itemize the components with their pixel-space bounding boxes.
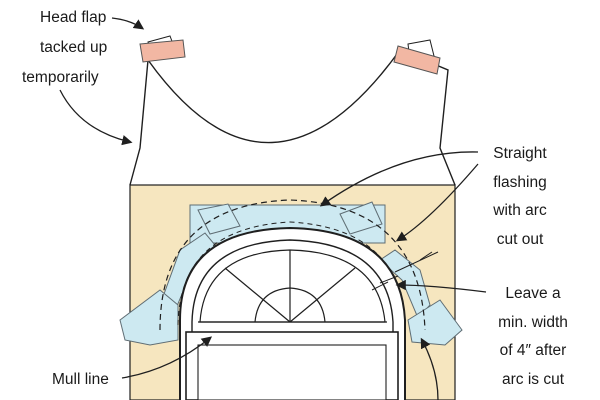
arrow-head-flap-lower [59, 89, 133, 146]
label-head-flap-line1: Head flap [40, 9, 106, 26]
arrow-head-flap [111, 17, 145, 30]
label-leave-min-width-line4: arc is cut [502, 371, 565, 388]
window-muntins [198, 250, 387, 323]
label-leave-min-width-line2: min. width [498, 314, 568, 331]
arrow-bottom-right [420, 337, 439, 400]
label-leave-min-width-line3: of 4″ after [500, 342, 567, 359]
label-straight-flashing: Straight flashing with arc cut out [492, 145, 547, 248]
min-width-dimension [371, 251, 439, 291]
label-mull-line: Mull line [52, 371, 109, 388]
window-lower-glass [197, 344, 387, 400]
label-leave-min-width: Leave a min. width of 4″ after arc is cu… [498, 285, 568, 388]
label-head-flap-line2: tacked up [40, 39, 107, 56]
arrow-straight-flashing [319, 151, 479, 207]
label-straight-flashing-line3: with arc [492, 202, 547, 219]
arrow-mull-line [121, 336, 213, 379]
leader-arrows [59, 17, 487, 400]
arrow-leave-min-width [395, 279, 487, 293]
arrow-straight-flashing-arc [395, 163, 479, 242]
label-head-flap-line3: temporarily [22, 69, 99, 86]
label-straight-flashing-line2: flashing [493, 174, 546, 191]
label-straight-flashing-line4: cut out [497, 231, 544, 248]
window-arch-inner [191, 239, 394, 400]
label-straight-flashing-line1: Straight [493, 145, 547, 162]
arc-cut-line-outer [159, 199, 426, 331]
label-head-flap: Head flap tacked up temporarily [22, 9, 107, 86]
label-leave-min-width-line1: Leave a [505, 285, 561, 302]
head-flap-tape-right [393, 39, 441, 75]
head-flap-tape-left [139, 35, 186, 63]
head-flap [129, 49, 456, 186]
